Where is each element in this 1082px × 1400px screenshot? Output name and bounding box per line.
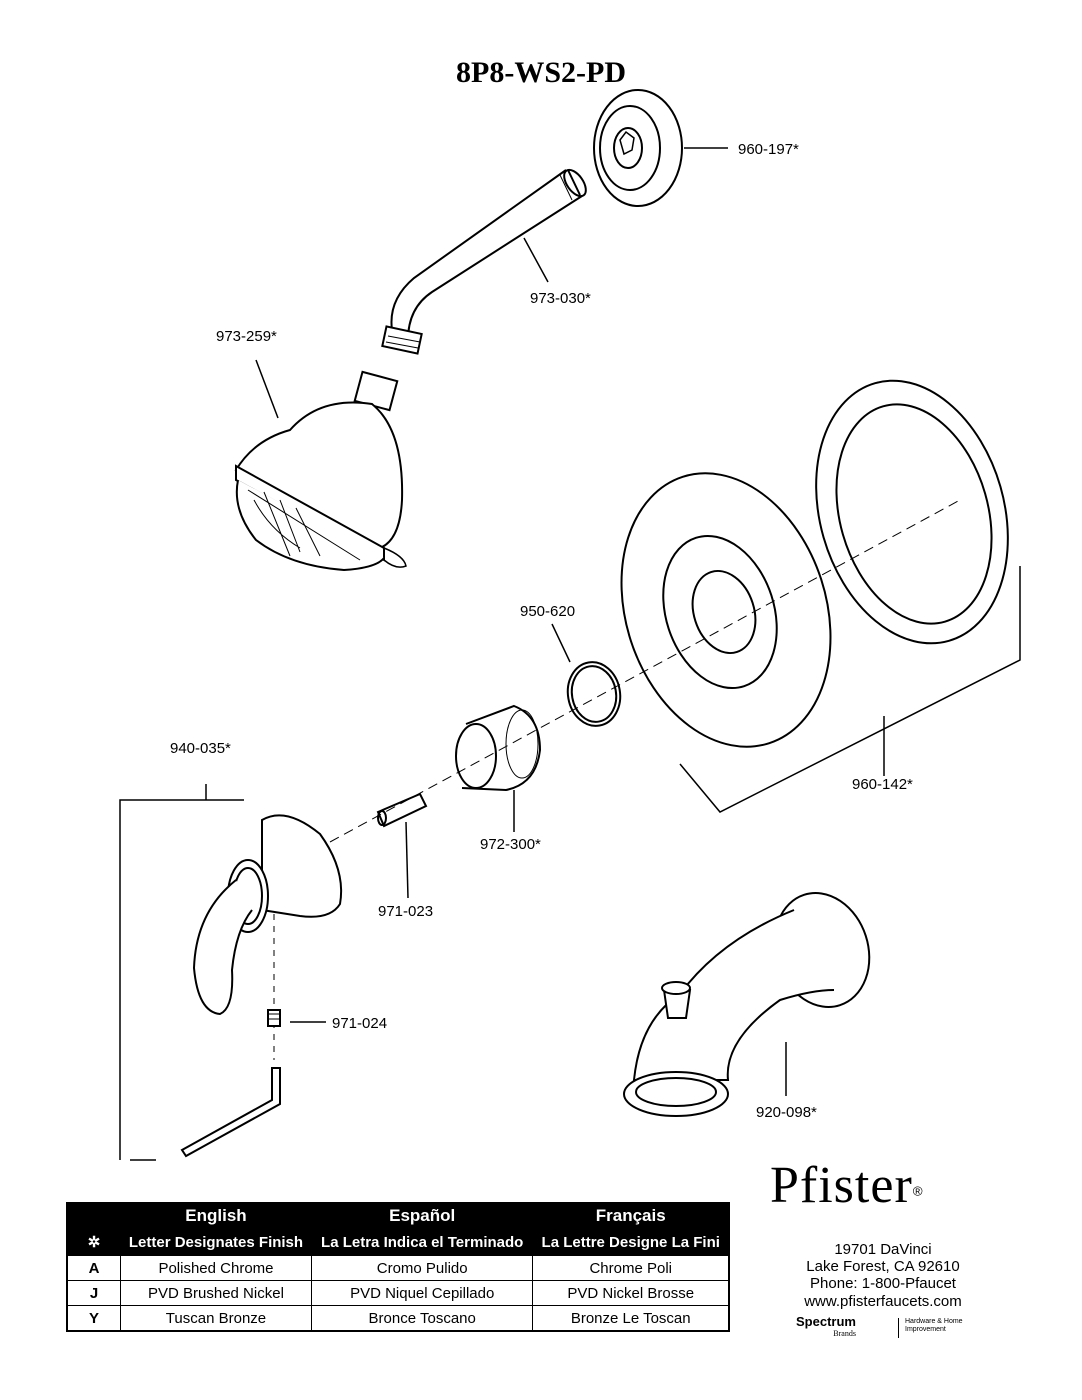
part-label-sleeve: 972-300* [480,836,541,853]
adapter-drawing [376,792,428,899]
part-label-shower-arm: 973-030* [530,290,591,307]
table-row: Y Tuscan Bronze Bronce Toscano Bronze Le… [66,1305,730,1332]
trim-plate-drawing [620,379,1021,813]
o-ring-drawing [551,623,622,727]
finish-spanish: PVD Niquel Cepillado [310,1280,534,1306]
phone-number: Phone: 1-800-Pfaucet [810,1275,956,1292]
address-line-2: Lake Forest, CA 92610 [806,1258,960,1275]
subheader-spanish: La Letra Indica el Terminado [310,1228,534,1256]
lang-header-spanish: Español [310,1202,534,1229]
flange-drawing [593,89,728,207]
shower-arm-drawing [381,168,587,355]
spectrum-sub: Brands [833,1329,856,1338]
logo-text: Pfister [770,1157,913,1214]
part-label-shower-head: 973-259* [216,328,277,345]
set-screw-drawing [130,1009,326,1161]
part-label-trim-kit: 960-142* [852,776,913,793]
part-label-set-screw: 971-024 [332,1015,388,1032]
tub-spout-drawing [623,892,871,1117]
finish-english: PVD Brushed Nickel [120,1280,312,1306]
finish-french: PVD Nickel Brosse [532,1280,730,1306]
exploded-parts-diagram [119,89,1021,1161]
handle-drawing [119,784,343,1160]
finish-table: English Español Français ✲ Letter Design… [66,1202,730,1332]
registered-mark: ® [912,1183,923,1199]
address-line-1: 19701 DaVinci [834,1241,932,1258]
subheader-french: La Lettre Designe La Fini [532,1228,730,1256]
finish-symbol-icon: ✲ [66,1228,121,1256]
table-row: A Polished Chrome Cromo Pulido Chrome Po… [66,1255,730,1281]
finish-spanish: Cromo Pulido [310,1255,534,1281]
pfister-logo: Pfister® [770,1160,1000,1212]
finish-code: Y [66,1305,121,1332]
part-label-adapter: 971-023 [378,903,434,920]
part-label-o-ring: 950-620 [520,603,576,620]
spectrum-brands-logo: Spectrum Brands [796,1314,856,1338]
shower-head-drawing [234,359,407,572]
division-text: Hardware & Home Improvement [898,1318,975,1338]
website-link[interactable]: www.pfisterfaucets.com [804,1293,962,1310]
finish-english: Tuscan Bronze [120,1305,312,1332]
finish-french: Chrome Poli [532,1255,730,1281]
lang-header-french: Français [532,1202,730,1229]
spectrum-text: Spectrum [796,1314,856,1329]
part-label-flange: 960-197* [738,141,799,158]
lang-header-english: English [120,1202,312,1229]
finish-corner [66,1202,121,1229]
sleeve-drawing [455,704,542,832]
subheader-english: Letter Designates Finish [120,1228,312,1256]
model-title: 8P8-WS2-PD [456,56,626,89]
table-row: J PVD Brushed Nickel PVD Niquel Cepillad… [66,1280,730,1306]
finish-code: J [66,1280,121,1306]
part-label-tub-spout: 920-098* [756,1104,817,1121]
part-label-handle: 940-035* [170,740,231,757]
finish-english: Polished Chrome [120,1255,312,1281]
finish-code: A [66,1255,121,1281]
finish-spanish: Bronce Toscano [310,1305,534,1332]
finish-french: Bronze Le Toscan [532,1305,730,1332]
